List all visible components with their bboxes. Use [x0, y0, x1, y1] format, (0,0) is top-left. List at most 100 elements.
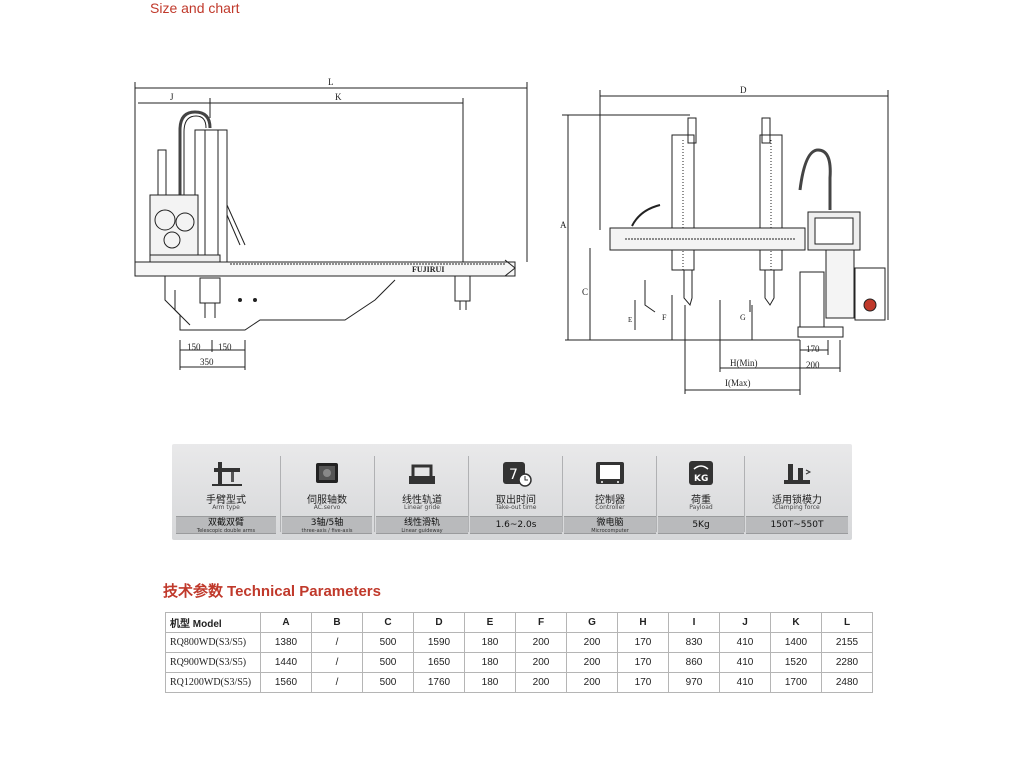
weight-icon: KG — [689, 461, 713, 485]
value-cell: 200 — [566, 632, 618, 653]
value-cell: 1440 — [260, 652, 312, 673]
header-cell: K — [770, 612, 822, 633]
value-cell: 830 — [668, 632, 720, 653]
spec-value: 1.6~2.0s — [470, 516, 562, 534]
linear-guide-icon — [409, 464, 435, 484]
value-cell: 1760 — [413, 672, 465, 693]
header-cell: G — [566, 612, 618, 633]
spec-label-en: Controller — [595, 504, 625, 511]
spec-label-en: Payload — [689, 504, 713, 511]
dim-350: 350 — [200, 357, 214, 367]
value-cell: 180 — [464, 652, 516, 673]
header-cell: F — [515, 612, 567, 633]
value-cell: 2155 — [821, 632, 873, 653]
spec-value-en: three-axis / five-axis — [301, 528, 353, 534]
model-cell: RQ800WD(S3/S5) — [165, 632, 261, 653]
section-title: Size and chart — [150, 0, 240, 16]
spec-value-en: Telescopic double arms — [196, 528, 256, 534]
spec-label-cn: 控制器 — [595, 495, 625, 506]
value-cell: 200 — [515, 652, 567, 673]
spec-value-text: 150T~550T — [770, 520, 824, 530]
spec-value: 线性滑轨 Linear guideway — [376, 516, 468, 534]
value-cell: 500 — [362, 652, 414, 673]
spec-take-out-time: 7 取出时间 Take-out time 1.6~2.0s — [470, 444, 562, 540]
spec-value-cn: 微电脑 — [596, 518, 624, 528]
spec-band: 手臂型式 Arm type 双截双臂 Telescopic double arm… — [172, 444, 852, 540]
parameters-table: 机型 Model A B C D E F G H I J K L RQ800WD… — [165, 612, 873, 693]
spec-label-cn: 手臂型式 — [206, 495, 246, 506]
divider — [744, 456, 745, 532]
calendar-day: 7 — [509, 467, 518, 483]
servo-motor-icon — [316, 463, 338, 483]
spec-label-en: Take-out time — [495, 504, 537, 511]
dim-label-J: J — [170, 92, 174, 102]
header-cell: J — [719, 612, 771, 633]
value-cell: 1520 — [770, 652, 822, 673]
value-cell: 1650 — [413, 652, 465, 673]
spec-value: 微电脑 Microcomputer — [564, 516, 656, 534]
dim-150-right: 150 — [218, 342, 232, 352]
value-cell: 970 — [668, 672, 720, 693]
clock-calendar-icon: 7 — [503, 462, 532, 487]
spec-value: 5Kg — [658, 516, 744, 534]
side-view-drawing: L J K — [134, 77, 528, 370]
dim-label-L: L — [328, 77, 334, 87]
value-cell: 1560 — [260, 672, 312, 693]
header-cell: E — [464, 612, 516, 633]
value-cell: 200 — [566, 652, 618, 673]
value-cell: 1380 — [260, 632, 312, 653]
table-header-row: 机型 Model A B C D E F G H I J K L — [165, 612, 873, 633]
header-cell: D — [413, 612, 465, 633]
spec-label-cn: 取出时间 — [496, 495, 536, 506]
spec-clamping-force: 适用锁模力 Clamping force 150T~550T — [746, 444, 848, 540]
dim-200: 200 — [806, 360, 820, 370]
dim-150-left: 150 — [187, 342, 201, 352]
spec-value: 150T~550T — [746, 516, 848, 534]
brand-text: FUJIRUI — [412, 265, 444, 274]
dim-label-H: H(Min) — [730, 358, 758, 368]
spec-servo: 伺服轴数 AC.servo 3轴/5轴 three-axis / five-ax… — [282, 444, 372, 540]
dim-label-K: K — [335, 92, 342, 102]
value-cell: 2280 — [821, 652, 873, 673]
value-cell: 1400 — [770, 632, 822, 653]
value-cell: 170 — [617, 652, 669, 673]
weight-label: KG — [694, 474, 708, 484]
dim-label-I: I(Max) — [725, 378, 751, 388]
value-cell: 170 — [617, 632, 669, 653]
dim-label-A: A — [560, 220, 567, 230]
value-cell: 200 — [515, 632, 567, 653]
title-en: Technical Parameters — [227, 583, 381, 600]
spec-label-en: Clamping force — [774, 504, 820, 511]
divider — [656, 456, 657, 532]
dim-label-C: C — [582, 287, 588, 297]
dim-label-E: E — [628, 316, 632, 324]
value-cell: 2480 — [821, 672, 873, 693]
spec-value-cn: 线性滑轨 — [403, 518, 440, 528]
dim-label-F: F — [662, 313, 667, 322]
value-cell: 1590 — [413, 632, 465, 653]
value-cell: 410 — [719, 632, 771, 653]
spec-controller: 控制器 Controller 微电脑 Microcomputer — [564, 444, 656, 540]
spec-label-cn: 荷重 — [691, 495, 711, 506]
front-view-drawing: D A C — [560, 85, 889, 395]
spec-label-cn: 伺服轴数 — [307, 495, 347, 506]
spec-value-en: Microcomputer — [591, 528, 629, 534]
spec-value: 3轴/5轴 three-axis / five-axis — [282, 516, 372, 534]
model-cell: RQ900WD(S3/S5) — [165, 652, 261, 673]
dim-label-G: G — [740, 313, 746, 322]
value-cell: 410 — [719, 652, 771, 673]
spec-label-cn: 适用锁模力 — [772, 495, 822, 506]
spec-linear-guide: 线性轨道 Linear gride 线性滑轨 Linear guideway — [376, 444, 468, 540]
value-cell: 180 — [464, 672, 516, 693]
divider — [468, 456, 469, 532]
spec-value-cn: 双截双臂 — [207, 518, 244, 528]
spec-label-en: Arm type — [212, 504, 240, 511]
spec-payload: KG 荷重 Payload 5Kg — [658, 444, 744, 540]
value-cell: 180 — [464, 632, 516, 653]
value-cell: 500 — [362, 672, 414, 693]
divider — [280, 456, 281, 532]
header-cell: B — [311, 612, 363, 633]
